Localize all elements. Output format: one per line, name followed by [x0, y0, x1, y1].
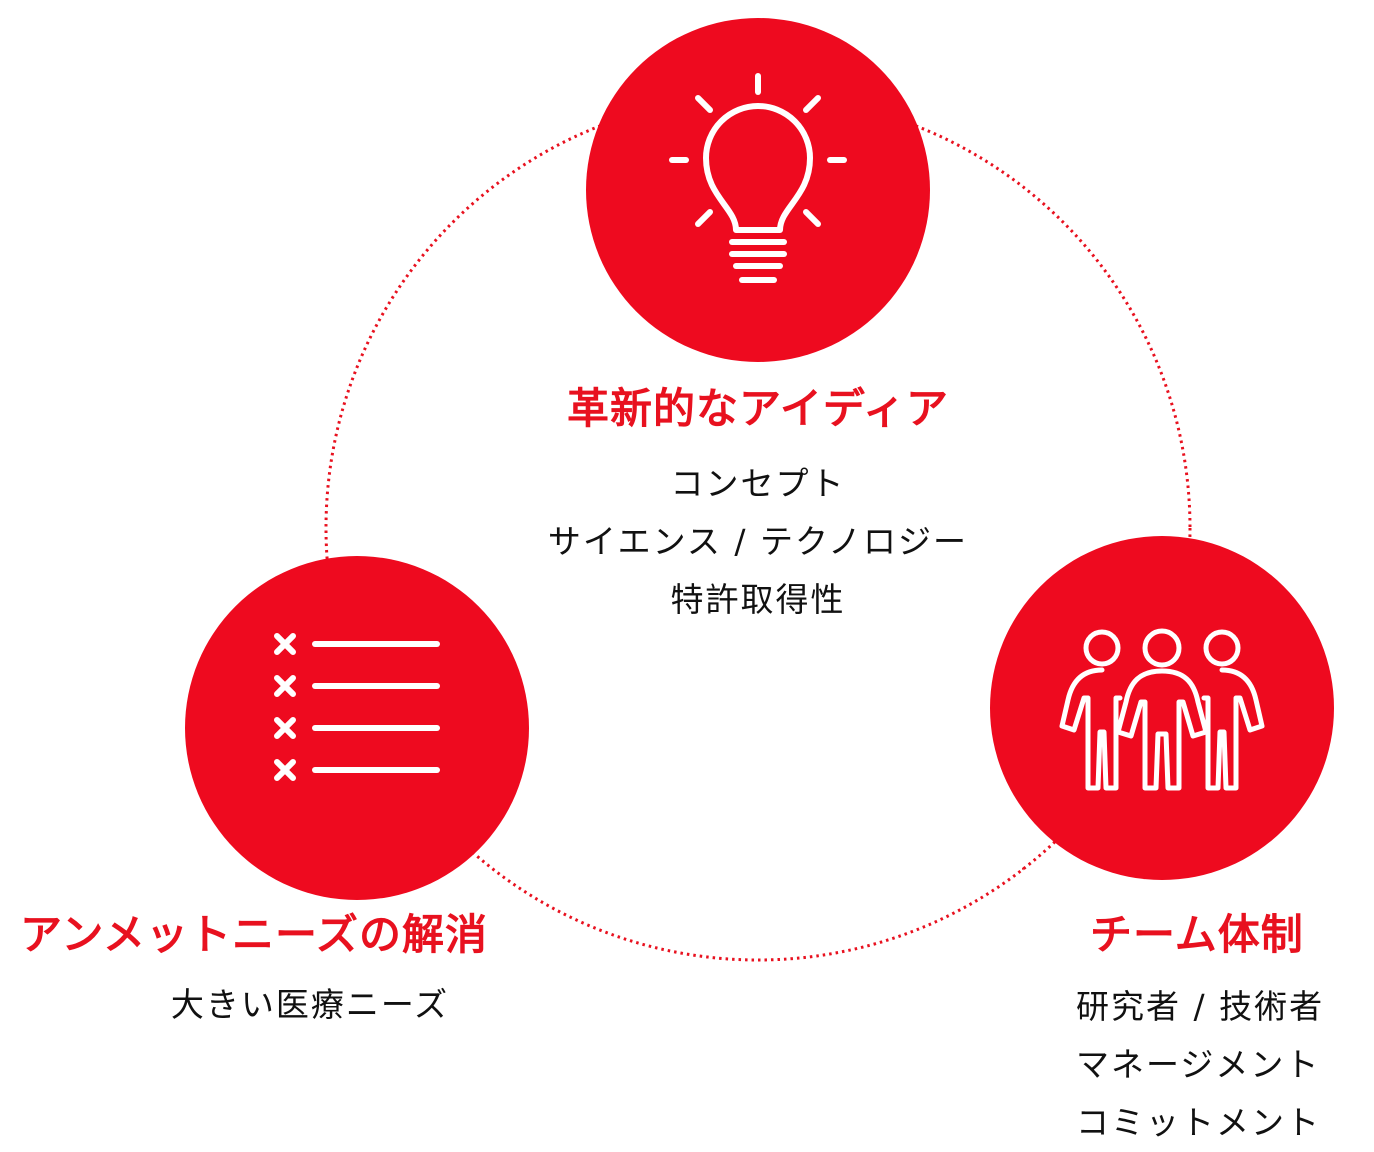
team-title: チーム体制 [1090, 910, 1304, 959]
team-item: コミットメント [1076, 1103, 1321, 1142]
idea-circle [586, 18, 930, 362]
team-details: 研究者 / 技術者 マネージメント コミットメント [1076, 978, 1324, 1152]
team-item: 研究者 / 技術者 [1076, 987, 1325, 1026]
team-people-icon [1059, 628, 1265, 791]
needs-title: アンメットニーズの解消 [20, 910, 488, 959]
needs-circle [185, 556, 529, 900]
idea-item: コンセプト [670, 464, 846, 503]
needs-item: 大きい医療ニーズ [170, 985, 450, 1024]
idea-title: 革新的なアイディア [567, 384, 949, 433]
idea-details: コンセプト サイエンス / テクノロジー 特許取得性 [458, 455, 1058, 629]
idea-item: サイエンス / テクノロジー [547, 522, 969, 561]
team-item: マネージメント [1076, 1045, 1321, 1084]
checklist-x-icon [274, 633, 440, 781]
needs-details: 大きい医療ニーズ [90, 976, 530, 1034]
team-circle [990, 536, 1334, 880]
idea-item: 特許取得性 [670, 580, 846, 619]
lightbulb-icon [669, 73, 847, 283]
